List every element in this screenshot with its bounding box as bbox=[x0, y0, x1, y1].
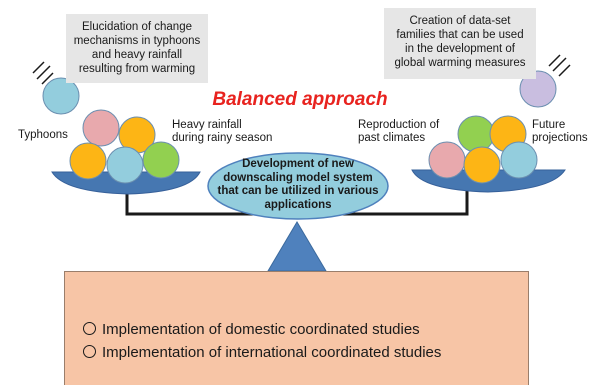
ellipse-line-2: downscaling model system bbox=[223, 171, 373, 184]
ball-pink bbox=[82, 109, 120, 147]
center-ellipse-text: Development of new downscaling model sys… bbox=[214, 158, 382, 212]
ellipse-line-4: applications bbox=[264, 198, 332, 211]
label-heavy-rainfall: Heavy rainfall during rainy season bbox=[172, 119, 272, 145]
motion-lines-left bbox=[32, 61, 54, 85]
note-box-right: Creation of data-set families that can b… bbox=[384, 8, 536, 79]
ball-orange bbox=[69, 142, 107, 180]
falling-ball-light-blue bbox=[42, 77, 80, 115]
note-right-line-3: in the development of bbox=[405, 43, 515, 55]
label-reproduction: Reproduction of past climates bbox=[358, 119, 439, 145]
label-heavy-line-2: during rainy season bbox=[172, 132, 273, 144]
note-left-line-3: and heavy rainfall bbox=[91, 49, 183, 61]
note-right-line-4: global warming measures bbox=[394, 57, 526, 69]
ellipse-line-3: that can be utilized in various bbox=[217, 185, 379, 197]
label-repro-line-1: Reproduction of bbox=[358, 119, 440, 131]
ball-light-blue bbox=[500, 141, 538, 179]
center-ellipse bbox=[207, 152, 389, 220]
label-repro-line-2: past climates bbox=[358, 132, 426, 144]
label-heavy-line-1: Heavy rainfall bbox=[172, 119, 242, 131]
label-future-projections: Future projections bbox=[532, 119, 588, 145]
note-left-line-2: mechanisms in typhoons bbox=[73, 35, 201, 47]
circle-bullet-icon bbox=[83, 345, 96, 358]
ball-green bbox=[457, 115, 495, 153]
bottom-item-domestic: Implementation of domestic coordinated s… bbox=[83, 321, 420, 339]
ball-light-blue bbox=[106, 146, 144, 184]
ball-orange bbox=[463, 146, 501, 184]
right-balls bbox=[428, 115, 538, 184]
note-right-line-1: Creation of data-set bbox=[409, 15, 511, 27]
note-left-line-4: resulting from warming bbox=[78, 63, 196, 75]
fulcrum-triangle bbox=[267, 221, 327, 272]
bottom-studies-box: Implementation of domestic coordinated s… bbox=[64, 271, 529, 385]
label-future-line-1: Future bbox=[532, 119, 566, 131]
note-left-line-1: Elucidation of change bbox=[82, 21, 192, 33]
circle-bullet-icon bbox=[83, 322, 96, 335]
ball-pink bbox=[428, 141, 466, 179]
bottom-item-text: Implementation of domestic coordinated s… bbox=[102, 321, 420, 338]
ball-green bbox=[142, 141, 180, 179]
balanced-approach-title: Balanced approach bbox=[212, 89, 388, 110]
ellipse-line-1: Development of new bbox=[242, 158, 354, 170]
motion-lines-right bbox=[548, 54, 571, 77]
falling-ball-lavender bbox=[519, 70, 557, 108]
label-future-line-2: projections bbox=[532, 132, 588, 144]
note-box-left: Elucidation of change mechanisms in typh… bbox=[66, 14, 208, 83]
note-right-line-2: families that can be used bbox=[396, 29, 524, 41]
label-typhoons: Typhoons bbox=[18, 129, 68, 141]
left-balls bbox=[69, 109, 180, 184]
bottom-item-text: Implementation of international coordina… bbox=[102, 344, 442, 361]
bottom-item-international: Implementation of international coordina… bbox=[83, 344, 441, 362]
